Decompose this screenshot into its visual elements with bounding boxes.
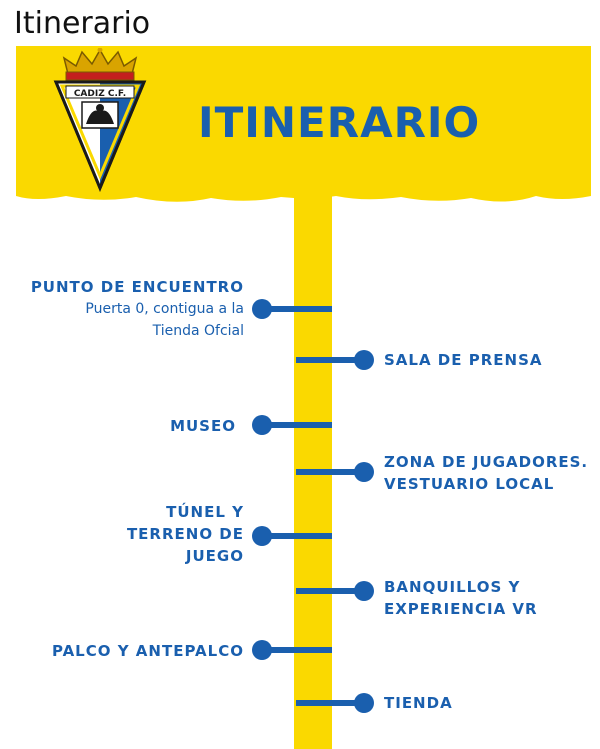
stop-connector bbox=[268, 306, 332, 312]
banner-background bbox=[16, 46, 591, 202]
stop-connector bbox=[296, 588, 366, 594]
stop-title: TERRENO DE bbox=[126, 525, 244, 543]
stop-connector bbox=[268, 422, 332, 428]
stop-detail: Puerta 0, contigua a la bbox=[85, 301, 244, 317]
stop-title: TIENDA bbox=[384, 694, 453, 712]
stop-title: ZONA DE JUGADORES. bbox=[384, 453, 589, 471]
stop-connector bbox=[296, 700, 366, 706]
stop-title: PUNTO DE ENCUENTRO bbox=[30, 278, 244, 296]
stop-marker bbox=[354, 581, 374, 601]
stop-title: EXPERIENCIA VR bbox=[384, 600, 538, 618]
stop-marker bbox=[252, 526, 272, 546]
banner-title: ITINERARIO bbox=[198, 98, 481, 147]
stop-title: PALCO Y ANTEPALCO bbox=[51, 642, 244, 660]
stop-marker bbox=[354, 693, 374, 713]
stop-connector bbox=[296, 469, 366, 475]
stop-connector bbox=[268, 533, 332, 539]
stop-title: BANQUILLOS Y bbox=[384, 578, 521, 596]
stop-marker bbox=[354, 462, 374, 482]
stop-marker bbox=[252, 415, 272, 435]
stop-title: SALA DE PRENSA bbox=[384, 351, 543, 369]
stop-title: TÚNEL Y bbox=[166, 503, 244, 521]
stop-title: VESTUARIO LOCAL bbox=[384, 475, 555, 493]
stop-marker bbox=[252, 640, 272, 660]
stop-marker bbox=[252, 299, 272, 319]
stop-marker bbox=[354, 350, 374, 370]
itinerary-card: CADIZ C.F. ITINERARIO PUNTO DE ENCUENTRO… bbox=[16, 46, 591, 749]
cadiz-cf-crest-icon: CADIZ C.F. bbox=[53, 48, 147, 192]
page-title: Itinerario bbox=[14, 6, 151, 41]
stop-detail: Tienda Ofcial bbox=[152, 323, 244, 339]
stop-title: JUEGO bbox=[185, 547, 244, 565]
stop-title: MUSEO bbox=[170, 417, 236, 435]
stop-connector bbox=[296, 357, 366, 363]
stop-connector bbox=[268, 647, 332, 653]
crest-text: CADIZ C.F. bbox=[74, 89, 126, 99]
